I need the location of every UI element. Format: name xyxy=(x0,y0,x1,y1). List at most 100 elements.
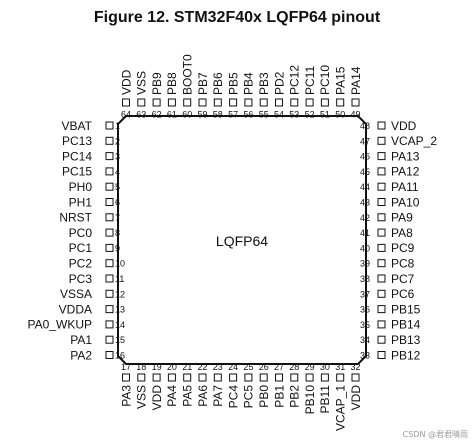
pin-number: 23 xyxy=(213,362,223,372)
pin-pad xyxy=(377,320,386,329)
pin-label: PH0 xyxy=(69,180,93,194)
pin-label: PB11 xyxy=(318,385,332,414)
pin-pad xyxy=(377,274,386,283)
pin-label: PA6 xyxy=(196,385,210,407)
pin-label: PC2 xyxy=(69,257,93,271)
pin-pad xyxy=(377,228,386,237)
pin-label: PB10 xyxy=(303,385,317,415)
pin-label: PB9 xyxy=(150,72,164,95)
pin-pad xyxy=(377,213,386,222)
bottom-pin-row: 17PA318VSS19VDD20PA421PA522PA623PA724PC4… xyxy=(119,362,362,431)
pin-pad xyxy=(137,98,146,107)
pin-number: 64 xyxy=(121,110,131,120)
pin-number: 42 xyxy=(360,213,370,223)
pin-number: 50 xyxy=(335,110,345,120)
pin-label: VDD xyxy=(119,69,133,95)
pin-label: PC3 xyxy=(69,272,93,286)
pin-pad xyxy=(320,373,329,382)
pin-label: VSS xyxy=(135,385,149,409)
pin-label: PA12 xyxy=(391,165,420,179)
pin-number: 24 xyxy=(228,362,238,372)
pin-pad xyxy=(105,259,114,268)
pin-label: PB13 xyxy=(391,333,421,347)
pin-number: 34 xyxy=(360,335,370,345)
pin-pad xyxy=(275,373,283,382)
pin: 63 VSS xyxy=(135,71,149,120)
pin-pad xyxy=(105,182,114,191)
pin-label: PB7 xyxy=(196,72,210,95)
pin-pad xyxy=(377,152,386,161)
pin-number: 53 xyxy=(289,110,299,120)
pin-pad xyxy=(152,373,161,382)
pin-pad xyxy=(152,98,161,107)
pin-label: PC5 xyxy=(242,385,256,409)
pin-number: 40 xyxy=(360,243,370,253)
pin-label: VDD xyxy=(150,385,164,411)
pin-label: PB2 xyxy=(288,385,302,408)
pin-pad xyxy=(229,373,238,382)
pin-pad xyxy=(377,243,386,252)
pin-pad xyxy=(137,373,146,382)
pin-pad xyxy=(105,351,114,359)
pin-pad xyxy=(167,98,176,107)
pin: 34 PB13 xyxy=(360,333,421,347)
pin-pad xyxy=(259,373,268,382)
figure-title: Figure 12. STM32F40x LQFP64 pinout xyxy=(94,9,381,26)
pin-pad xyxy=(377,305,386,314)
pin-label: PB1 xyxy=(272,385,286,408)
chip-body: LQFP64 xyxy=(117,115,367,365)
pin-pad xyxy=(122,373,130,382)
pin-number: 63 xyxy=(136,110,146,120)
pin-number: 54 xyxy=(274,110,284,120)
pin-number: 18 xyxy=(136,362,146,372)
pin-number: 33 xyxy=(360,351,370,361)
pin-pad xyxy=(229,98,238,107)
pin-label: PB8 xyxy=(165,72,179,95)
pin-pad xyxy=(105,198,114,206)
pin-label: PH1 xyxy=(69,195,93,209)
pin-pad xyxy=(105,228,114,237)
pin-pad xyxy=(290,98,299,107)
pin-number: 37 xyxy=(360,289,370,299)
pin-label: PC1 xyxy=(69,241,93,255)
pin-number: 36 xyxy=(360,305,370,315)
pin-number: 55 xyxy=(259,110,269,120)
pin-number: 10 xyxy=(115,259,125,269)
pin-pad xyxy=(122,98,130,107)
pin-number: 20 xyxy=(167,362,177,372)
pin-pad xyxy=(377,289,386,298)
pin-pad xyxy=(305,98,314,107)
pin-pad xyxy=(377,182,386,191)
pin-label: PC0 xyxy=(69,226,93,240)
pin-pad xyxy=(105,167,114,176)
pin-pad xyxy=(213,373,222,382)
pin-label: VSS xyxy=(135,71,149,95)
pin-label: PC10 xyxy=(318,65,332,95)
pin-label: BOOT0 xyxy=(181,54,195,95)
pin-label: VDDA xyxy=(59,302,92,316)
